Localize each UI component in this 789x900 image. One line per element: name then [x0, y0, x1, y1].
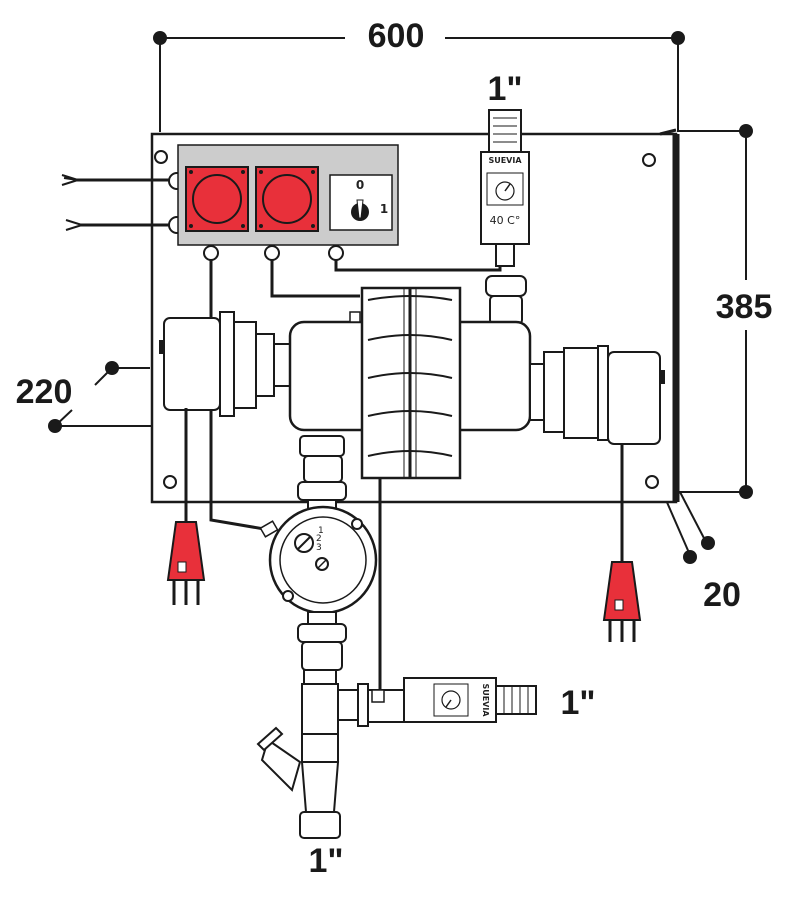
pump-speed-1: 1 — [318, 526, 324, 536]
top-thermostat-brand: SUEVIA — [488, 156, 522, 165]
pump-speed-2: 2 — [316, 534, 322, 544]
socket-right — [255, 166, 319, 232]
socket-left — [185, 166, 249, 232]
height-label: 385 — [716, 288, 773, 326]
left-heater — [159, 311, 291, 417]
left-plug — [166, 408, 206, 605]
top-thermostat: SUEVIA 40 C° — [480, 109, 530, 325]
height-dimension: 385 — [678, 124, 772, 499]
bottom-outlet-label: 1" — [308, 842, 343, 880]
selector-switch: 0 1 — [329, 174, 393, 231]
depth-dimension: 220 — [16, 361, 290, 433]
side-thermostat-brand: SUEVIA — [481, 683, 490, 717]
depth-label: 220 — [16, 373, 73, 411]
drain-valve — [256, 726, 341, 839]
width-label: 600 — [368, 17, 425, 55]
right-plug — [602, 444, 642, 642]
lower-pipe-fittings — [297, 611, 369, 735]
side-thermostat: SUEVIA — [367, 677, 537, 723]
top-thermostat-setpoint: 40 C° — [490, 214, 521, 227]
pump-speed-3: 3 — [316, 543, 322, 553]
width-dimension: 600 — [153, 17, 685, 132]
offset-label: 20 — [703, 576, 741, 614]
top-inlet-label: 1" — [487, 70, 522, 108]
electrical-panel: 0 1 — [177, 144, 399, 261]
offset-dimension: 20 — [665, 491, 741, 614]
side-outlet-label: 1" — [560, 684, 595, 722]
central-manifold — [288, 286, 532, 480]
circulation-pump: 1 2 3 — [259, 505, 378, 615]
switch-on-label: 1 — [380, 202, 388, 216]
switch-off-label: 0 — [356, 178, 364, 192]
right-heater — [529, 345, 665, 445]
